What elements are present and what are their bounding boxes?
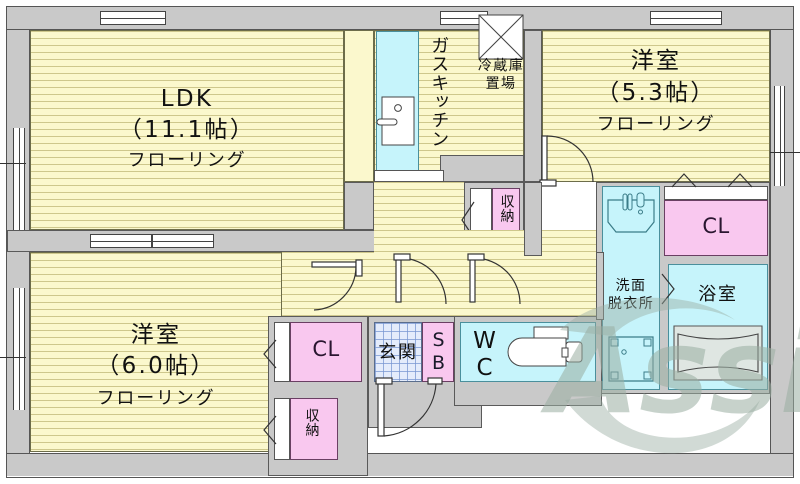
entrance-label: 玄関 <box>378 342 418 363</box>
room-bedroom60 <box>30 252 282 452</box>
door-ldk-hall[interactable] <box>393 253 452 310</box>
dimension-tick-left-upper <box>0 163 26 164</box>
sliding-door-bedroom60-left[interactable] <box>13 288 25 410</box>
bedroom53-flooring: フローリング <box>596 114 716 135</box>
washing-machine-pan-icon <box>608 336 654 382</box>
wall-stub-hall-right <box>596 252 604 320</box>
washbasin-icon <box>606 190 656 236</box>
bathtub-icon <box>672 322 764 384</box>
wall-kitchen-right <box>524 30 542 182</box>
wc-label: WC <box>462 328 506 387</box>
closet-lower-fold-icon <box>263 415 277 445</box>
window-bedroom53-top <box>650 11 722 25</box>
cl-bedroom60-label: CL <box>312 337 340 361</box>
cl-bedroom60 <box>290 322 362 382</box>
dimension-tick-right <box>768 152 800 153</box>
building-outline <box>6 6 794 478</box>
counter-return-kitchen <box>374 170 444 182</box>
room-ldk <box>30 30 344 230</box>
entrance-tile <box>374 322 422 382</box>
washroom-label-line1: 洗面 <box>615 278 647 294</box>
ldk-flooring: フローリング <box>127 150 247 171</box>
window-bedroom60-top-a <box>90 234 152 248</box>
sliding-door-ldk-left[interactable] <box>13 128 25 241</box>
exterior-wall-bottom <box>7 453 793 476</box>
hallway-connector <box>374 230 596 254</box>
bedroom60-size: （6.0帖） <box>96 353 216 379</box>
cl-bedroom53-label: CL <box>702 214 730 238</box>
toilet-icon <box>504 326 590 378</box>
closet-lower <box>290 398 338 460</box>
shoebox-label-text: SB <box>427 329 450 375</box>
refrigerator-label-line1: 冷蔵庫 <box>477 58 525 74</box>
refrigerator-space-icon <box>478 14 524 60</box>
wall-ldk-kitchen-lower <box>344 182 374 230</box>
kitchen-label: ガスキッチン <box>428 36 450 149</box>
cl-bedroom60-fold-icon <box>263 339 277 369</box>
cl-bedroom53-door-band[interactable] <box>664 186 768 200</box>
kitchen-divider-strip <box>344 30 374 182</box>
bedroom53-size: （5.3帖） <box>596 80 716 106</box>
washroom-label-line2: 脱衣所 <box>607 296 655 312</box>
shoebox-label: SB <box>422 329 454 379</box>
wall-stub-kitchen-hall <box>524 182 542 256</box>
window-ldk-top <box>100 11 166 25</box>
cl-bedroom53 <box>664 200 768 256</box>
exterior-wall-top <box>7 7 793 30</box>
door-wc[interactable] <box>467 253 524 310</box>
door-bedroom53[interactable] <box>539 135 598 187</box>
window-bedroom53-right[interactable] <box>774 86 785 186</box>
wall-kitchen-bottom-block <box>440 155 524 182</box>
closet-lower-label: 収納 <box>303 408 320 438</box>
door-bathroom-icon[interactable] <box>660 272 676 306</box>
cl-bedroom60-door-panel[interactable] <box>274 322 290 382</box>
door-bedroom60[interactable] <box>311 259 368 314</box>
cl-bedroom53-fold-icons <box>671 173 753 188</box>
closet-lower-door-panel[interactable] <box>274 398 290 460</box>
refrigerator-label-line2: 置場 <box>485 76 517 92</box>
ldk-name: LDK <box>160 86 214 112</box>
kitchen-sink-icon <box>380 95 416 147</box>
bedroom53-name: 洋室 <box>630 48 682 74</box>
bedroom60-name: 洋室 <box>130 322 182 348</box>
wc-label-text: WC <box>471 328 498 382</box>
dimension-tick-left-lower <box>0 357 26 358</box>
closet-upper-label: 収納 <box>498 194 515 224</box>
door-entrance[interactable] <box>375 377 443 446</box>
window-bedroom60-top-b <box>152 234 214 248</box>
room-bedroom53 <box>542 30 770 182</box>
ldk-size: （11.1帖） <box>118 117 256 143</box>
bathroom-label: 浴室 <box>698 284 738 305</box>
bedroom60-flooring: フローリング <box>96 388 216 409</box>
